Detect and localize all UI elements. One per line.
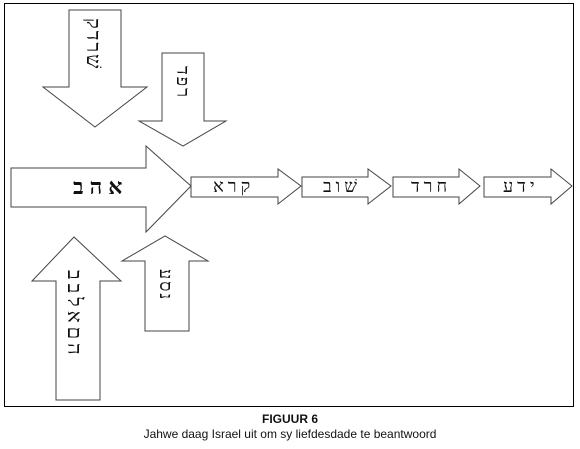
arrow-down-top-left — [41, 9, 149, 128]
label-chain-2: שׁוב — [323, 176, 362, 197]
label-top-left: שׁרדק — [82, 18, 106, 71]
arrow-right-chain-2 — [301, 168, 392, 206]
arrow-up-bottom-right — [120, 235, 210, 332]
figure-frame: שׁרדק רפד אהב נסע הםאלבב קרא שׁוב חרד יד… — [4, 3, 574, 407]
figure-title: FIGUUR 6 — [261, 412, 318, 426]
arrow-right-chain-1 — [190, 168, 302, 206]
arrow-right-main — [10, 144, 192, 234]
label-main: אהב — [73, 174, 129, 200]
figure-caption: Jahwe daag Israel uit om sy liefdesdade … — [143, 427, 437, 441]
arrow-right-chain-4 — [483, 167, 573, 206]
label-chain-1: קרא — [213, 176, 255, 197]
arrow-up-bottom-left — [30, 236, 123, 401]
label-chain-3: חרד — [411, 176, 452, 197]
arrow-right-chain-3 — [392, 167, 481, 206]
label-bottom-right: נסע — [155, 269, 176, 302]
arrow-down-top-right — [137, 52, 228, 147]
label-bottom-left: הםאלבב — [63, 270, 87, 359]
arrow-diagram — [10, 9, 573, 401]
label-chain-4: ידע — [503, 176, 539, 197]
label-top-right: רפד — [172, 66, 193, 99]
